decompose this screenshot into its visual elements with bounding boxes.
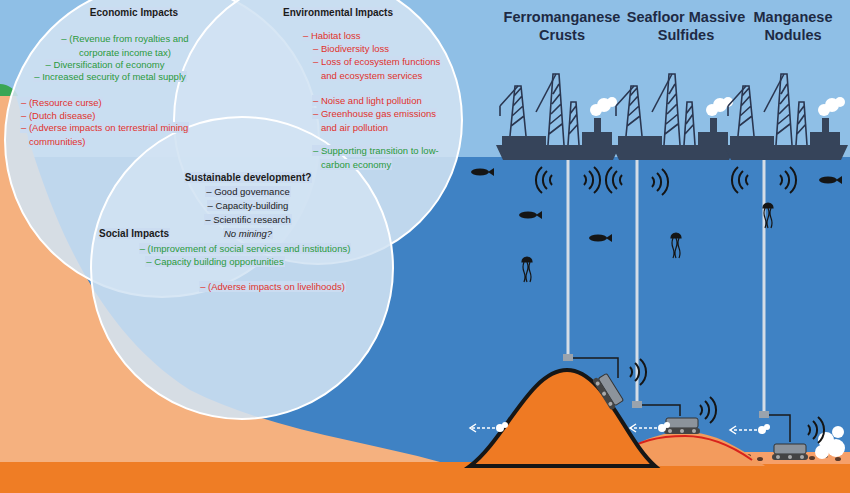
text-slot: Sustainable development? [183, 170, 313, 184]
circle-heading: Environmental Impacts [282, 7, 394, 18]
overlap-item: – Good governance [205, 186, 290, 197]
impact-item: – (Resource curse) [20, 97, 103, 108]
impact-item: – Loss of ecosystem functions and ecosys… [312, 56, 441, 81]
impact-item: – Noise and light pollution [312, 95, 423, 106]
deposit-type-label: Manganese Nodules [743, 8, 843, 44]
deposit-type-label: Ferromanganese Crusts [498, 8, 626, 44]
text-slot: – Noise and light pollution [312, 93, 460, 107]
circle-heading: Social Impacts [98, 228, 170, 239]
text-slot: – Biodiversity loss [312, 41, 460, 55]
deposit-type-label: Seafloor Massive Sulfides [622, 8, 750, 44]
impact-item: – Biodiversity loss [312, 43, 390, 54]
impact-item: – Capacity building opportunities [145, 256, 284, 267]
impact-item: – Greenhouse gas emissions and air pollu… [312, 108, 437, 133]
impact-item: – (Dutch disease) [20, 110, 96, 121]
impact-item: – Diversification of economy [45, 59, 166, 70]
impact-item: – Increased security of metal supply [33, 71, 187, 82]
text-slot: Economic Impacts [59, 5, 209, 19]
text-slot: – (Revenue from royalties and corporate … [50, 31, 200, 59]
circle-heading: Economic Impacts [89, 7, 179, 18]
overlap-heading: Sustainable development? [184, 172, 313, 183]
impact-item: – (Improvement of social services and in… [139, 243, 352, 254]
impact-item: – (Adverse impacts on livelihoods) [199, 281, 346, 292]
impact-item: – (Revenue from royalties and corporate … [60, 33, 189, 58]
text-slot: – Diversification of economy [30, 57, 180, 71]
text-slot: – Capacity building opportunities [110, 254, 320, 268]
label-slot: Manganese Nodules [743, 8, 843, 44]
overlap-item: – Capacity-building [207, 200, 290, 211]
text-slot: – Increased security of metal supply [18, 69, 202, 83]
overlap-item: No mining? [223, 228, 273, 239]
label-slot: Ferromanganese Crusts [498, 8, 626, 44]
text-slot: – Greenhouse gas emissions and air pollu… [312, 106, 450, 134]
text-slot: Environmental Impacts [278, 5, 398, 19]
label-slot: Seafloor Massive Sulfides [622, 8, 750, 44]
text-slot: Social Impacts [98, 226, 218, 240]
text-slot: – Loss of ecosystem functions and ecosys… [312, 54, 445, 82]
impact-item: – Habitat loss [302, 30, 362, 41]
text-slot: – (Improvement of social services and in… [110, 241, 380, 255]
text-slot: – Habitat loss [302, 28, 450, 42]
overlap-item: – Scientific research [204, 214, 292, 225]
text-slot: – (Adverse impacts on livelihoods) [170, 279, 375, 293]
